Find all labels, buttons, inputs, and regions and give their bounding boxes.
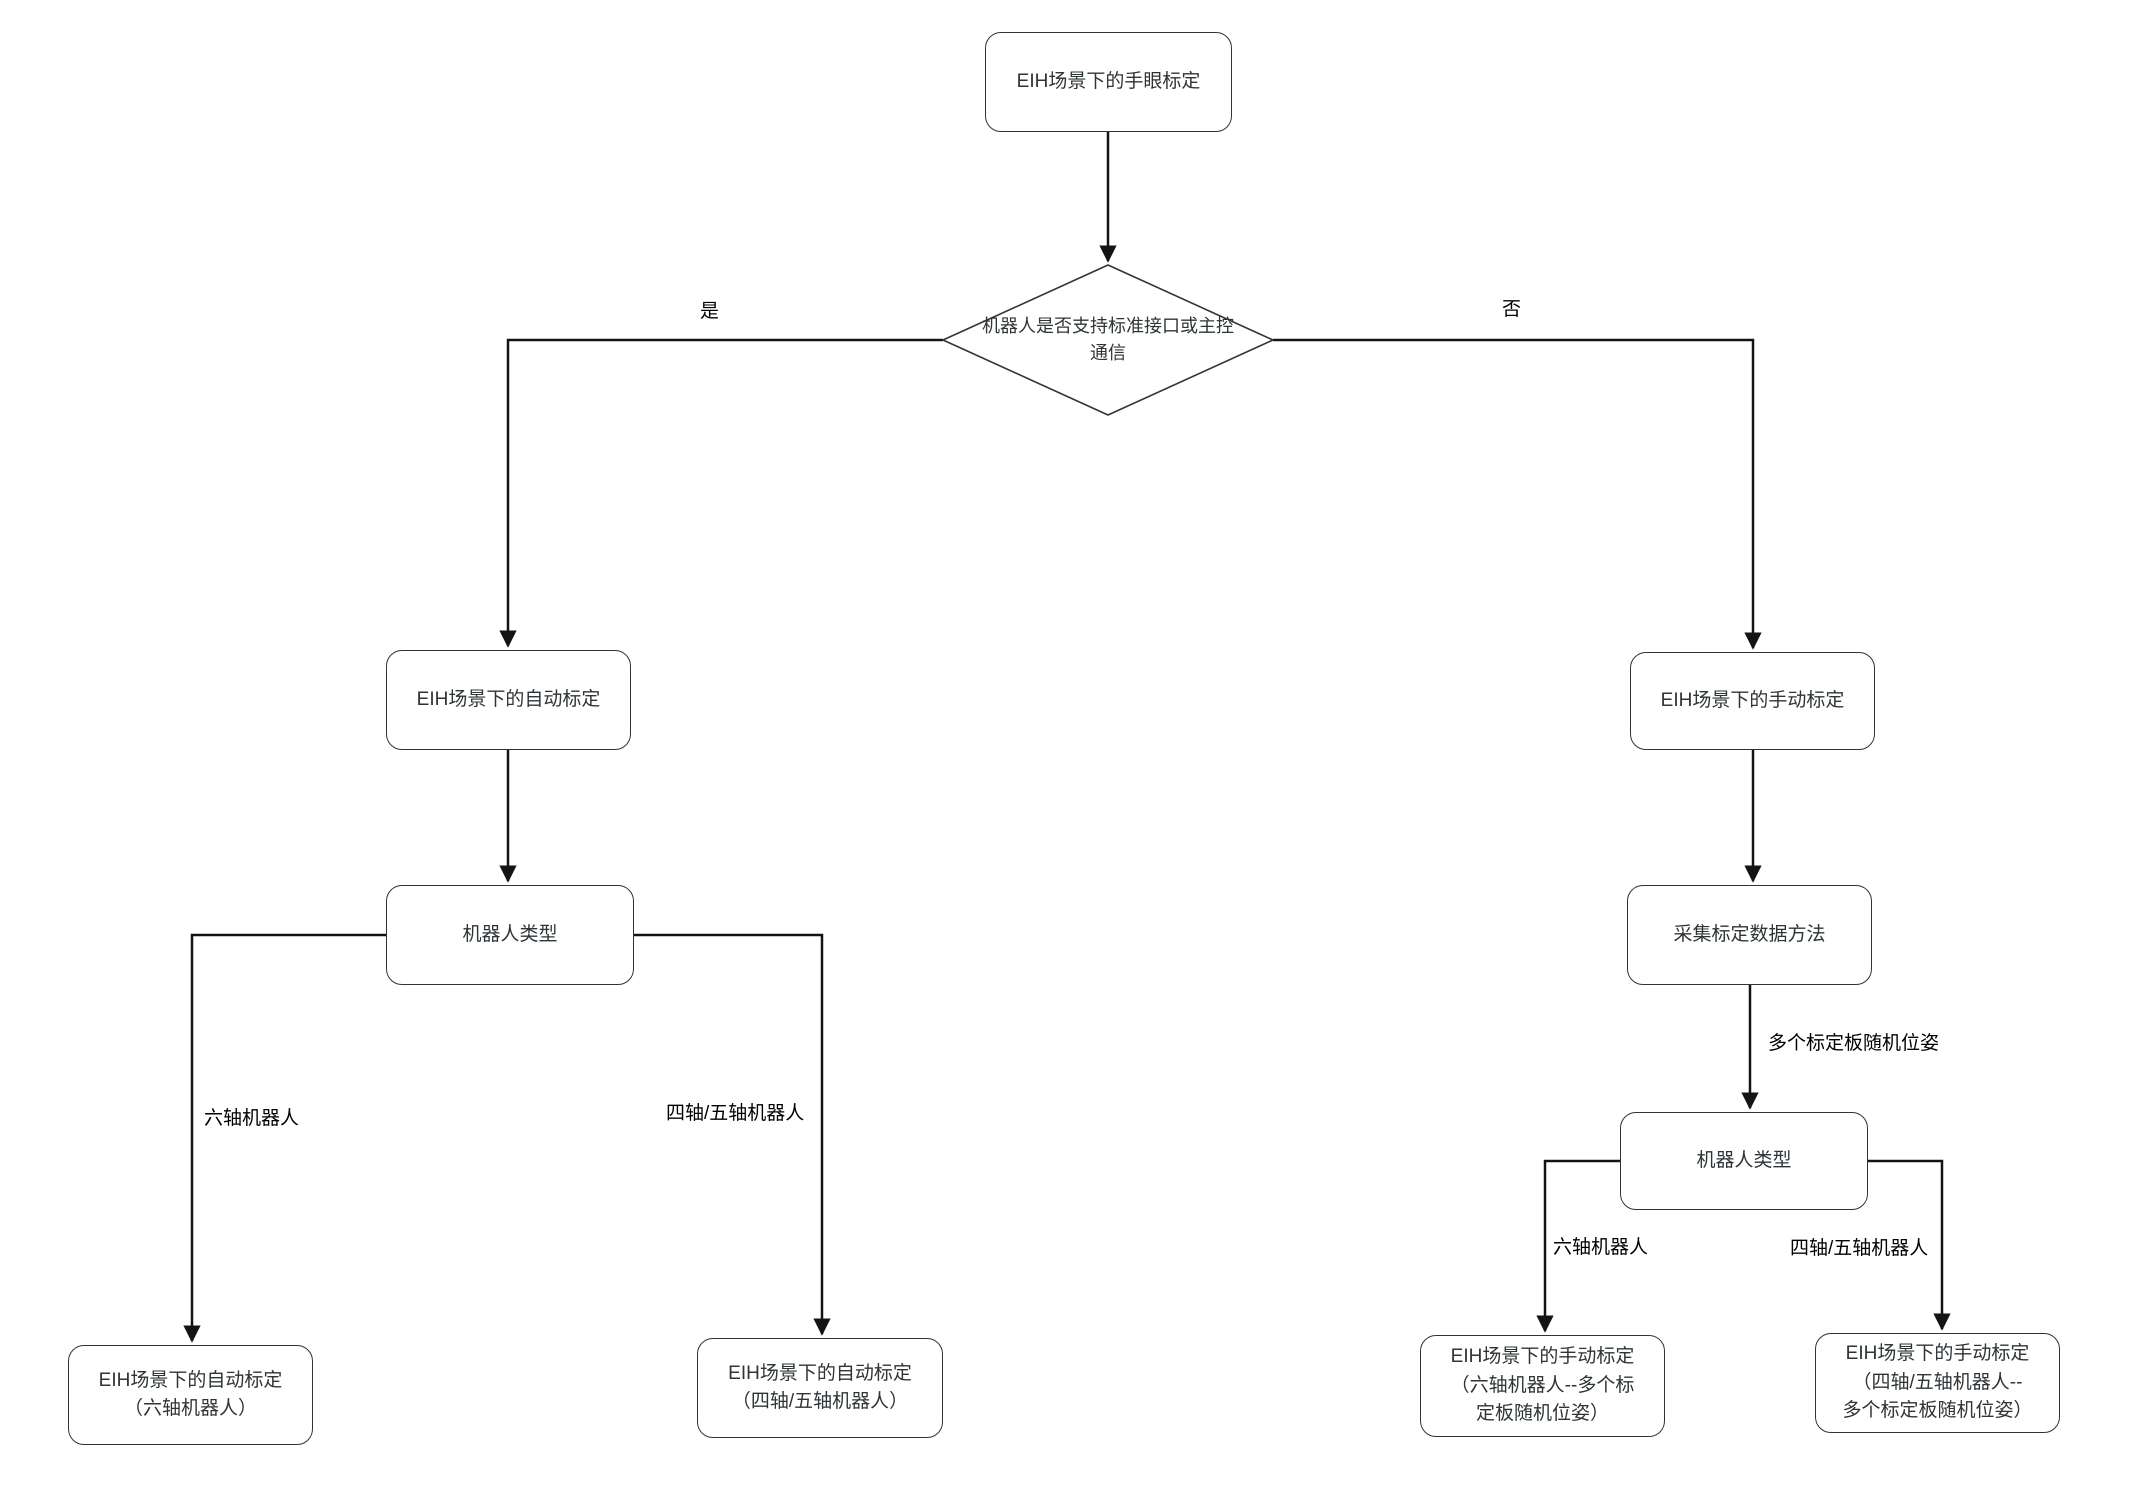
edge-robot-type-to-auto-six	[183, 933, 386, 1343]
node-manual-calibration: EIH场景下的手动标定	[1630, 652, 1875, 750]
edge-label-six-axis-right: 六轴机器人	[1553, 1237, 1649, 1258]
decision-diamond-shape	[941, 264, 1275, 416]
node-auto-six-axis-label: EIH场景下的自动标定 （六轴机器人）	[98, 1369, 283, 1420]
edge-label-multi-board-pose: 多个标定板随机位姿	[1768, 1033, 1940, 1054]
node-decision-label: 机器人是否支持标准接口或主控 通信	[982, 316, 1234, 363]
node-manual-four-five-axis: EIH场景下的手动标定 （四轴/五轴机器人-- 多个标定板随机位姿）	[1815, 1333, 2060, 1433]
node-manual-four-five-axis-label: EIH场景下的手动标定 （四轴/五轴机器人-- 多个标定板随机位姿）	[1842, 1343, 2033, 1422]
node-manual-six-axis-label: EIH场景下的手动标定 （六轴机器人--多个标 定板随机位姿）	[1450, 1346, 1635, 1425]
node-collect-method-label: 采集标定数据方法	[1673, 923, 1826, 945]
edge-robot-type-to-auto-four-five	[634, 933, 831, 1336]
node-auto-four-five-axis: EIH场景下的自动标定 （四轴/五轴机器人）	[697, 1338, 943, 1438]
node-collect-method: 采集标定数据方法	[1627, 885, 1872, 985]
edge-label-four-five-axis-right: 四轴/五轴机器人	[1790, 1238, 1929, 1259]
node-auto-six-axis: EIH场景下的自动标定 （六轴机器人）	[68, 1345, 313, 1445]
node-manual-six-axis: EIH场景下的手动标定 （六轴机器人--多个标 定板随机位姿）	[1420, 1335, 1665, 1437]
node-start-label: EIH场景下的手眼标定	[1016, 70, 1201, 92]
edge-robot-type-to-manual-six	[1536, 1159, 1620, 1333]
node-decision: 机器人是否支持标准接口或主控 通信	[943, 265, 1273, 415]
node-manual-calibration-label: EIH场景下的手动标定	[1660, 689, 1845, 711]
edge-no-to-manual	[1273, 338, 1762, 650]
node-robot-type-left-label: 机器人类型	[462, 923, 558, 945]
edge-label-six-axis-left: 六轴机器人	[204, 1108, 300, 1129]
node-start: EIH场景下的手眼标定	[985, 32, 1232, 132]
edge-robot-type-to-manual-four-five	[1868, 1159, 1951, 1331]
node-auto-four-five-axis-label: EIH场景下的自动标定 （四轴/五轴机器人）	[728, 1362, 912, 1413]
node-auto-calibration-label: EIH场景下的自动标定	[416, 688, 601, 710]
node-robot-type-left: 机器人类型	[386, 885, 634, 985]
edge-label-four-five-axis-left: 四轴/五轴机器人	[666, 1103, 805, 1124]
node-auto-calibration: EIH场景下的自动标定	[386, 650, 631, 750]
edge-yes-to-auto	[499, 338, 943, 648]
edge-label-yes: 是	[700, 301, 720, 322]
node-robot-type-right: 机器人类型	[1620, 1112, 1868, 1210]
edge-label-no: 否	[1502, 299, 1522, 320]
node-robot-type-right-label: 机器人类型	[1696, 1149, 1792, 1171]
